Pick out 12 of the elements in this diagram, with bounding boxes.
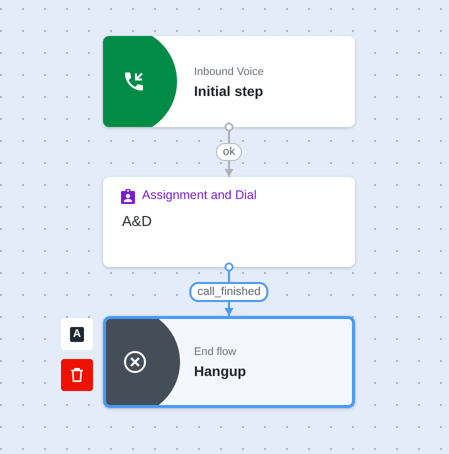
step-name: Initial step	[194, 83, 264, 100]
flow-step-card	[103, 316, 355, 408]
step-name: Hangup	[194, 363, 246, 380]
flow-step-card	[103, 36, 355, 127]
text-format-button: A	[61, 318, 93, 350]
step-type-label: Assignment and Dial	[142, 188, 257, 203]
step-type-label: Inbound Voice	[194, 66, 264, 80]
flow-step-card	[103, 177, 355, 267]
step-name: A&D	[122, 214, 152, 232]
edge-label: call_finished	[189, 282, 269, 302]
step-type-label: End flow	[194, 346, 236, 360]
edge-label: ok	[216, 143, 242, 161]
